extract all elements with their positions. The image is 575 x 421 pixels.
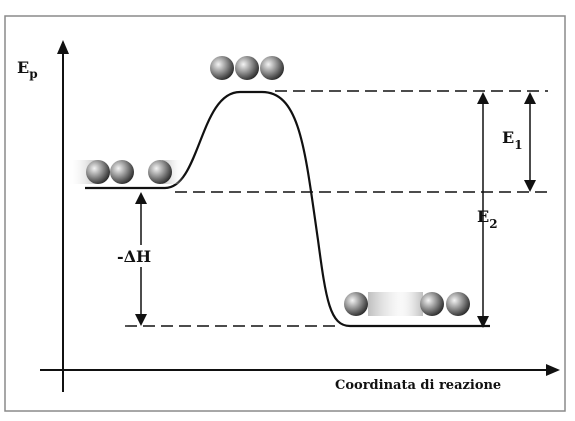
- e1-arrowhead-bottom: [524, 180, 536, 192]
- delta-h-label: -ΔH: [117, 247, 151, 266]
- reactant-molecule-2: [110, 160, 134, 184]
- e1-label: E1: [502, 128, 523, 152]
- y-axis-arrowhead: [57, 40, 69, 54]
- e1-arrowhead-top: [524, 92, 536, 104]
- delta-h-label-bg: [114, 245, 164, 267]
- e2-arrowhead-top: [477, 92, 489, 104]
- delta-h-arrowhead-top: [135, 192, 147, 204]
- x-axis-label: Coordinata di reazione: [335, 378, 501, 393]
- reactant-molecule-3: [148, 160, 172, 184]
- reaction-energy-curve: [85, 90, 490, 328]
- reactant-molecules: [68, 160, 184, 184]
- product-molecule-3: [446, 292, 470, 316]
- e2-arrowhead-bottom: [477, 316, 489, 328]
- product-molecules: [344, 292, 470, 316]
- outer-frame: [4, 15, 566, 412]
- transition-state-molecules: [210, 56, 284, 80]
- ts-molecule-1: [210, 56, 234, 80]
- product-molecule-2: [420, 292, 444, 316]
- e2-label: E2: [477, 207, 498, 231]
- ts-molecule-2: [235, 56, 259, 80]
- reactant-molecule-1: [86, 160, 110, 184]
- delta-h-arrowhead-bottom: [135, 314, 147, 326]
- y-axis-label: Ep: [17, 58, 38, 81]
- product-motion-blur-2: [395, 292, 423, 316]
- x-axis-arrowhead: [546, 364, 560, 376]
- product-molecule-1: [344, 292, 368, 316]
- ts-molecule-3: [260, 56, 284, 80]
